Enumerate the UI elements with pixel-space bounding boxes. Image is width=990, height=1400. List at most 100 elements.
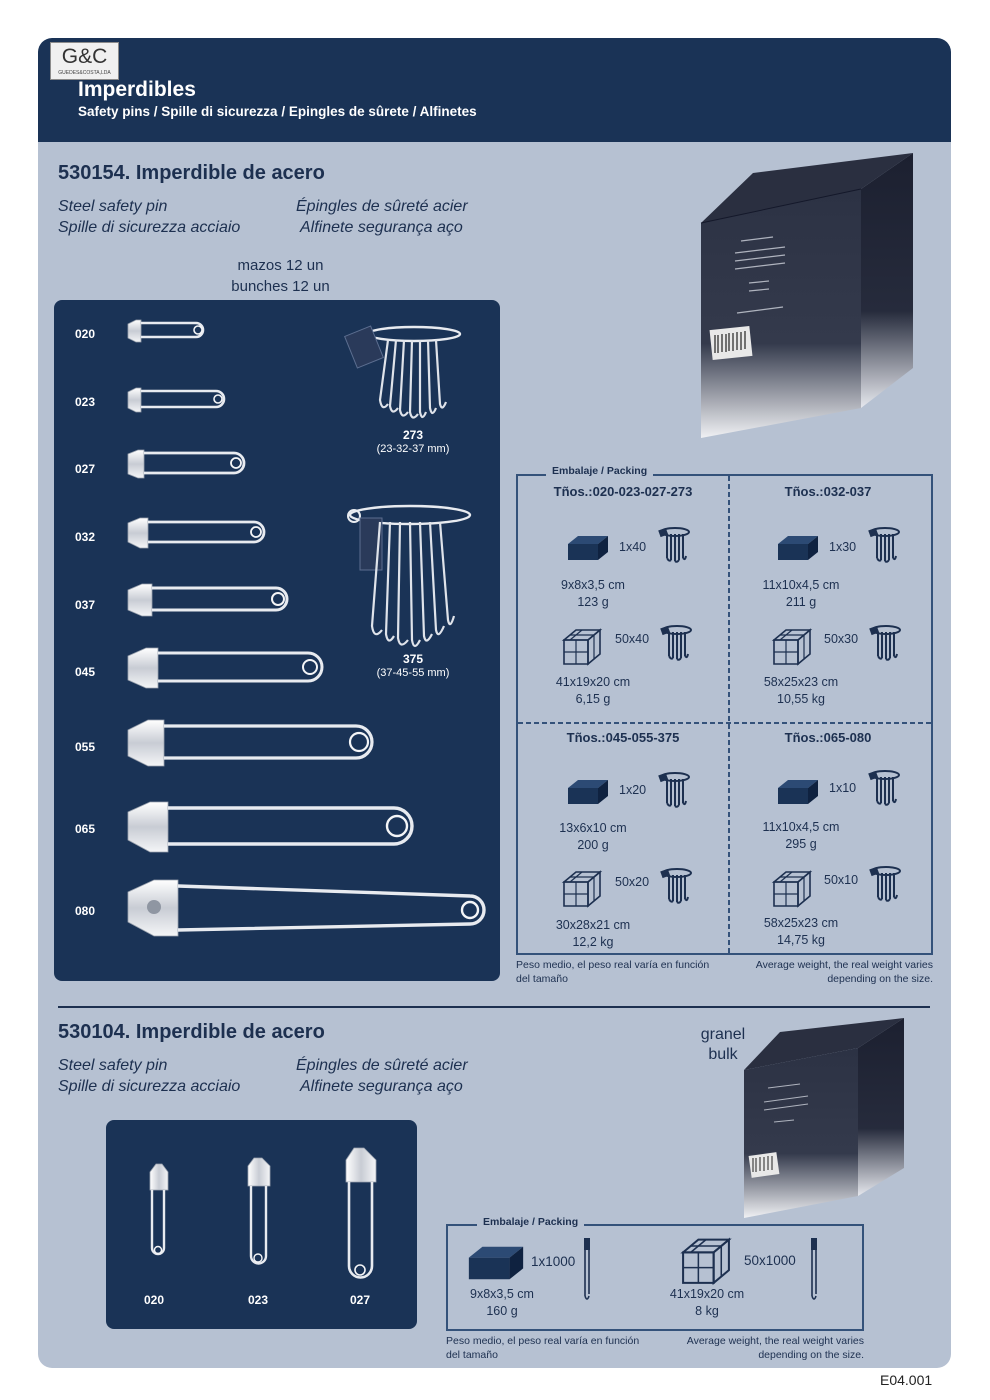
pin-size-label: 080 [75, 904, 96, 918]
small-box-icon [776, 778, 820, 806]
product2-name-pt: Alfinete segurança aço [300, 1078, 463, 1095]
safety-pin-055 [127, 719, 374, 767]
pin-size-label: 023 [248, 1293, 269, 1307]
bunch-label-es: mazos 12 un [237, 257, 324, 274]
weight-note-es: Peso medio, el peso real varía en funció… [516, 959, 710, 985]
small-pack-dims: 11x10x4,5 cm [762, 578, 840, 592]
weight-note-es: Peso medio, el peso real varía en funció… [446, 1335, 640, 1361]
product1-name-en: Steel safety pin [58, 198, 168, 215]
big-pack-weight: 8 kg [695, 1304, 719, 1318]
company-logo: G&C GUEDES&COSTA,LDA [50, 42, 119, 80]
product1-name-it: Spille di sicurezza acciaio [58, 219, 241, 236]
bunch-375-code: 375 [402, 652, 424, 666]
product2-title: 530104. Imperdible de acero [58, 1021, 325, 1043]
single-pin-icon [807, 1234, 821, 1304]
bulk-label-en: bulk [708, 1046, 738, 1063]
bunch-375-image [347, 504, 472, 648]
catalog-sheet: G&C GUEDES&COSTA,LDA Imperdibles Safety … [38, 38, 951, 1368]
small-pack-qty: 1x10 [829, 781, 857, 795]
big-pack-dims: 58x25x23 cm [763, 675, 839, 689]
small-box-icon [776, 534, 820, 562]
page-code: E04.001 [880, 1372, 933, 1388]
packing-cell-title: Tños.:032-037 [784, 484, 872, 499]
packing-legend: Embalaje / Packing [477, 1216, 585, 1228]
pin-bundle-icon [655, 771, 695, 811]
safety-pin-037 [127, 583, 289, 617]
small-pack-qty: 1x30 [829, 540, 857, 554]
page-subtitle: Safety pins / Spille di sicurezza / Epin… [78, 104, 477, 119]
safety-pin-020 [127, 319, 205, 343]
small-pack-qty: 1x1000 [531, 1254, 576, 1269]
product2-name-fr: Épingles de sûreté acier [296, 1057, 468, 1074]
small-box-icon [466, 1244, 526, 1282]
big-pack-qty: 50x30 [824, 632, 859, 646]
logo-subtext: GUEDES&COSTA,LDA [58, 70, 111, 76]
product2-pins-panel: 020 023 027 [106, 1120, 417, 1329]
pin-bundle-icon [657, 867, 697, 907]
product1-name-pt: Alfinete segurança aço [300, 219, 463, 236]
vertical-pin-027 [345, 1147, 377, 1279]
product1-name-fr: Épingles de sûreté acier [296, 198, 468, 215]
logo-text: G&C [61, 45, 108, 68]
page-title: Imperdibles [78, 78, 196, 101]
small-pack-dims: 9x8x3,5 cm [470, 1287, 534, 1301]
small-box-icon [566, 534, 610, 562]
big-box-icon [560, 868, 604, 908]
packing-legend: Embalaje / Packing [546, 465, 654, 477]
pin-bundle-icon [657, 624, 697, 664]
weight-note-en: Average weight, the real weight varies d… [686, 1335, 864, 1361]
big-pack-weight: 10,55 kg [777, 692, 825, 706]
packing-cell-title: Tños.:065-080 [784, 730, 872, 745]
pin-size-label: 027 [75, 462, 96, 476]
pin-bundle-icon [865, 526, 905, 566]
big-pack-weight: 6,15 g [575, 692, 611, 706]
weight-note-en: Average weight, the real weight varies d… [755, 959, 933, 985]
product1-title: 530154. Imperdible de acero [58, 162, 325, 184]
packing-grid-lines [518, 476, 931, 953]
product1-pins-panel: 020 023 027 032 037 045 055 065 080 [54, 300, 500, 981]
section-divider [58, 1006, 930, 1008]
small-pack-qty: 1x40 [619, 540, 647, 554]
big-pack-dims: 58x25x23 cm [763, 916, 839, 930]
big-pack-qty: 50x10 [824, 873, 859, 887]
small-pack-qty: 1x20 [619, 783, 647, 797]
product2-packing-table [446, 1224, 864, 1331]
bulk-label-es: granel [700, 1026, 746, 1043]
big-pack-dims: 30x28x21 cm [555, 918, 631, 932]
big-pack-weight: 14,75 kg [777, 933, 825, 947]
safety-pin-027 [127, 449, 246, 479]
big-pack-qty: 50x20 [615, 875, 650, 889]
safety-pin-images [127, 319, 486, 937]
safety-pin-032 [127, 517, 266, 549]
small-pack-dims: 13x6x10 cm [559, 821, 627, 835]
vertical-pin-images [149, 1147, 377, 1279]
single-pin-icon [580, 1234, 594, 1304]
small-pack-weight: 200 g [577, 838, 609, 852]
big-pack-dims: 41x19x20 cm [555, 675, 631, 689]
page-header: G&C GUEDES&COSTA,LDA Imperdibles Safety … [38, 38, 951, 142]
pin-size-label: 020 [75, 327, 96, 341]
small-pack-weight: 123 g [577, 595, 609, 609]
product1-packing-table [516, 474, 933, 955]
pin-size-label: 027 [350, 1293, 371, 1307]
big-pack-dims: 41x19x20 cm [669, 1287, 745, 1301]
big-pack-qty: 50x1000 [744, 1253, 796, 1268]
pin-size-label: 023 [75, 395, 96, 409]
pin-bundle-icon [865, 769, 905, 809]
pin-size-label: 045 [75, 665, 96, 679]
big-box-icon [770, 868, 814, 908]
pin-bundle-icon [655, 526, 695, 566]
pin-bundle-icon [866, 624, 906, 664]
pin-size-label: 020 [144, 1293, 165, 1307]
safety-pin-080 [127, 879, 486, 937]
safety-pin-045 [127, 647, 324, 689]
product2-box-image [744, 1018, 904, 1218]
big-pack-qty: 50x40 [615, 632, 650, 646]
bunch-273-image [344, 325, 462, 419]
pin-size-label: 037 [75, 598, 96, 612]
big-box-icon [770, 626, 814, 666]
safety-pin-065 [127, 801, 414, 853]
big-box-icon [678, 1234, 734, 1286]
vertical-pin-023 [247, 1157, 271, 1265]
big-pack-weight: 12,2 kg [572, 935, 614, 949]
